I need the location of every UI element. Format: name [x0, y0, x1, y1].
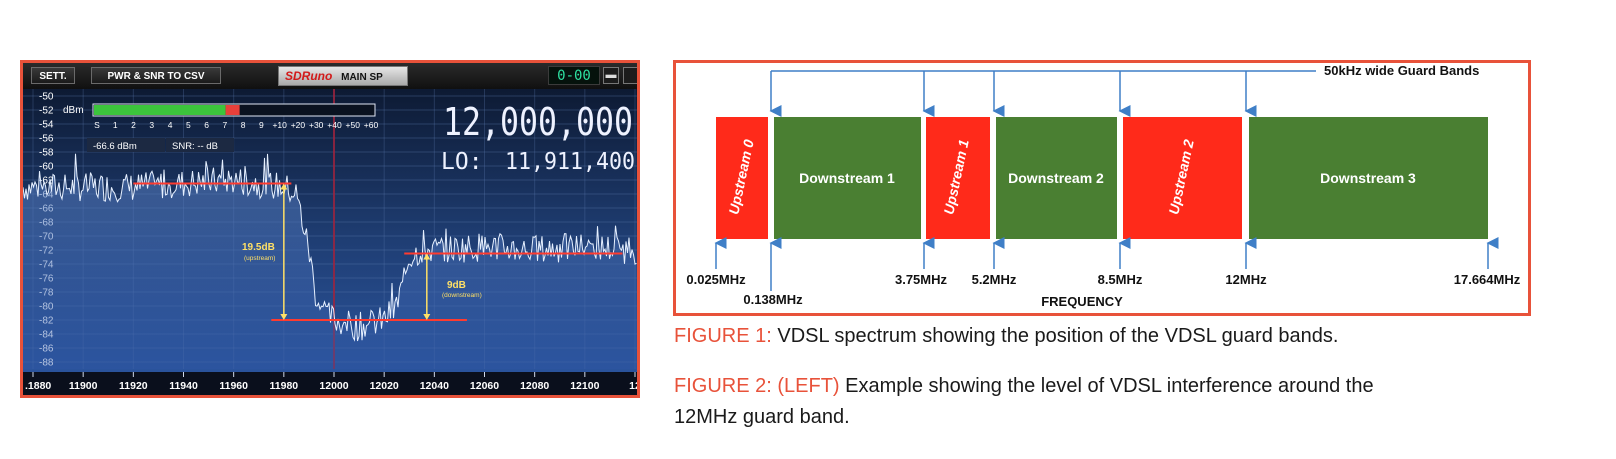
spectrum-trace — [23, 153, 637, 369]
meter-scale-label: 2 — [131, 120, 136, 130]
meter-scale-label: S — [94, 120, 100, 130]
band-upstream-1 — [926, 117, 990, 239]
x-tick-label: 11980 — [270, 380, 299, 392]
meter-unit: dBm — [63, 105, 84, 116]
meter-scale-label: 8 — [241, 120, 246, 130]
x-tick-label: 12000 — [319, 380, 348, 392]
x-tick-label: 12040 — [420, 380, 449, 392]
x-tick-label: 12060 — [470, 380, 499, 392]
snr-readout: SNR: -- dB — [172, 141, 218, 152]
meter-scale-label: +20 — [291, 120, 306, 130]
level-readout: -66.6 dBm — [93, 141, 137, 152]
figure-1-caption: FIGURE 1: VDSL spectrum showing the posi… — [674, 321, 1338, 352]
x-tick-label: 11900 — [69, 380, 98, 392]
y-tick-label: -56 — [39, 134, 54, 145]
meter-scale-label: +40 — [327, 120, 342, 130]
meter-scale-label: 4 — [168, 120, 173, 130]
spectrum-plot[interactable]: -50-52-54-56-58-60-62-64-66-68-70-72-74-… — [23, 89, 637, 395]
y-tick-label: -58 — [39, 148, 54, 159]
snr-readout-bg — [166, 138, 234, 152]
freq-label-4: 8.5MHz — [1098, 272, 1143, 287]
freq-label-3: 5.2MHz — [972, 272, 1017, 287]
band-downstream-3 — [1249, 117, 1488, 239]
meter-scale-label: 5 — [186, 120, 191, 130]
y-tick-label: -52 — [39, 106, 54, 117]
figure-1-label: FIGURE 1: — [674, 325, 772, 347]
upstream-diff-label: 19.5dB — [242, 242, 275, 253]
downstream-diff-arrow-head-down — [423, 314, 431, 320]
s-meter-fill — [94, 105, 226, 115]
export-csv-button[interactable]: PWR & SNR TO CSV — [91, 67, 221, 84]
meter-scale-label: +60 — [364, 120, 379, 130]
x-tick-label: 11940 — [169, 380, 198, 392]
vdsl-diagram: 50kHz wide Guard Bands Upstream 0 Downst… — [673, 60, 1531, 316]
downstream-diff-arrow-head-up — [423, 253, 431, 260]
logo-brand: SDRuno — [285, 69, 333, 83]
sdr-window: SETT. PWR & SNR TO CSV SDRuno MAIN SP 0-… — [20, 60, 640, 398]
lo-label: LO: — [441, 149, 483, 175]
meter-scale-label: +30 — [309, 120, 324, 130]
level-readout-bg — [87, 138, 165, 152]
freq-label-1: 0.138MHz — [743, 292, 803, 307]
figure-2-text-line-1: Example showing the level of VDSL interf… — [839, 375, 1374, 397]
meter-scale-label: 1 — [113, 120, 118, 130]
x-tick-label: 12020 — [370, 380, 399, 392]
meter-scale-label: 6 — [204, 120, 209, 130]
x-tick-label: .1880 — [25, 380, 51, 392]
window-edge — [623, 67, 637, 84]
x-tick-label: 11920 — [119, 380, 148, 392]
x-axis: .1880 11900 11920 11940 11960 11980 12000 12020… — [23, 372, 637, 395]
meter-scale-label: 7 — [222, 120, 227, 130]
upstream-diff-arrow-head-up — [280, 183, 288, 190]
s-meter-scale: S 1 2 3 4 5 6 7 8 9 +10 +20+30+40 +50+60 — [94, 120, 378, 130]
trace-fill — [23, 153, 637, 369]
figure-1-text: VDSL spectrum showing the position of th… — [771, 325, 1339, 347]
freq-label-6: 17.664MHz — [1454, 272, 1521, 287]
band-upstream-2 — [1123, 117, 1242, 239]
y-tick-label: -50 — [39, 92, 54, 103]
figure-2-label: FIGURE 2: (LEFT) — [674, 375, 840, 397]
band-upstream-0 — [716, 117, 768, 239]
freq-label-0: 0.025MHz — [686, 272, 746, 287]
settings-button[interactable]: SETT. — [31, 67, 75, 84]
freq-label-5: 12MHz — [1225, 272, 1267, 287]
band-label-downstream-2: Downstream 2 — [1008, 170, 1104, 186]
meter-scale-label: +50 — [346, 120, 361, 130]
figure-2-text-line-2: 12MHz guard band. — [674, 406, 850, 428]
vdsl-band-plan: 50kHz wide Guard Bands Upstream 0 Downst… — [686, 63, 1521, 309]
x-axis-bar — [23, 372, 637, 395]
band-downstream-1 — [774, 117, 921, 239]
x-tick-label: 12 — [629, 380, 637, 392]
meter-scale-label: +10 — [272, 120, 287, 130]
meter-scale-label: 3 — [149, 120, 154, 130]
figure-2-caption: FIGURE 2: (LEFT) Example showing the lev… — [674, 371, 1374, 433]
freq-label-2: 3.75MHz — [895, 272, 948, 287]
band-downstream-2 — [996, 117, 1117, 239]
lo-frequency[interactable]: 11,911,400 — [505, 149, 635, 175]
x-tick-label: 12080 — [520, 380, 549, 392]
downstream-sub-label: (downstream) — [442, 292, 482, 299]
meter-scale-label: 9 — [259, 120, 264, 130]
upstream-sub-label: (upstream) — [244, 255, 275, 262]
frequency-axis-title: FREQUENCY — [1041, 294, 1123, 309]
y-tick-label: -60 — [39, 162, 54, 173]
x-tick-label: 12100 — [570, 380, 599, 392]
s-meter-peak — [225, 105, 240, 115]
downstream-diff-label: 9dB — [447, 280, 466, 291]
x-tick-label: 11960 — [219, 380, 248, 392]
sdr-logo: SDRuno MAIN SP — [278, 66, 408, 86]
upstream-diff-arrow-head-down — [280, 314, 288, 320]
clock-display: 0-00 — [548, 66, 600, 85]
frequency-display[interactable]: 12,000,000 — [443, 100, 633, 144]
sdr-toolbar: SETT. PWR & SNR TO CSV SDRuno MAIN SP 0-… — [23, 63, 637, 89]
trace-line — [23, 153, 637, 342]
y-tick-label: -62 — [39, 176, 54, 187]
band-label-downstream-1: Downstream 1 — [799, 170, 895, 186]
band-label-downstream-3: Downstream 3 — [1320, 170, 1416, 186]
logo-subtitle: MAIN SP — [341, 72, 383, 83]
level-markers — [133, 182, 623, 321]
y-tick-label: -54 — [39, 120, 54, 131]
guard-band-label: 50kHz wide Guard Bands — [1324, 63, 1479, 78]
minimize-icon[interactable]: ▬ — [603, 67, 619, 84]
